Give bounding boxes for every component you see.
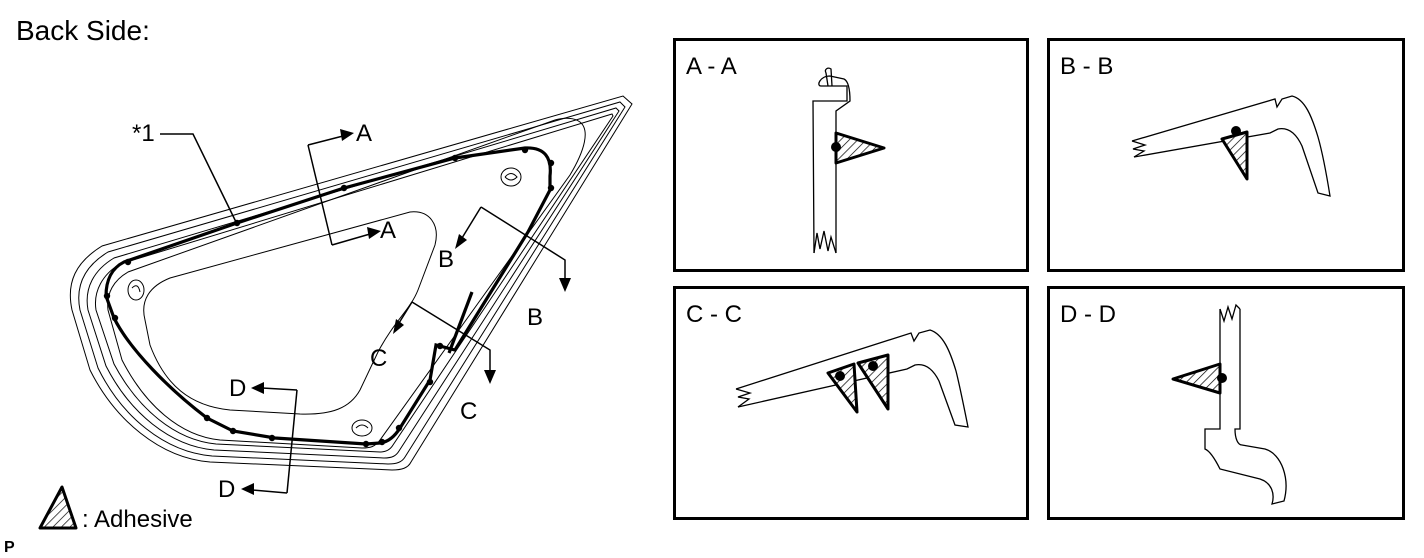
section-panel-title: B - B — [1060, 53, 1114, 80]
quarter-window-glass-diagram — [69, 95, 633, 495]
section-panel-dd: D - D — [1047, 286, 1405, 520]
adhesive-triangle — [834, 131, 886, 165]
section-aa-drawing — [812, 67, 886, 254]
page-title: Back Side: — [16, 15, 150, 46]
section-panel-aa: A - A — [673, 38, 1029, 272]
section-label-d-bottom: D — [218, 476, 236, 503]
adhesive-bead-segment — [447, 291, 474, 354]
section-dd-drawing — [1171, 303, 1287, 505]
section-panel-cc: C - C — [673, 286, 1029, 520]
section-label-a-top: A — [356, 120, 373, 147]
adhesive-triangle — [1171, 362, 1222, 395]
section-label-b-top: B — [438, 246, 455, 273]
section-panel-title: C - C — [686, 301, 742, 328]
section-cc-drawing — [735, 329, 969, 428]
section-label-d-top: D — [229, 375, 247, 402]
legend-text: : Adhesive — [82, 506, 193, 533]
adhesive-triangle — [1220, 130, 1249, 181]
glass-outline — [69, 95, 633, 471]
section-cut-lines — [251, 135, 566, 494]
adhesive-bead-dots — [103, 146, 555, 448]
section-label-a-bottom: A — [380, 217, 397, 244]
section-panel-bb: B - B — [1047, 38, 1405, 272]
adhesive-triangle — [826, 362, 859, 414]
callout-label: *1 — [132, 120, 155, 147]
callout-leader — [160, 133, 237, 223]
inner-trim-outline — [107, 117, 586, 449]
section-panel-title: A - A — [686, 53, 737, 80]
section-panel-title: D - D — [1060, 301, 1116, 328]
section-cut-arrowheads — [241, 129, 571, 495]
section-label-c-bottom: C — [460, 398, 478, 425]
section-label-b-bottom: B — [527, 304, 544, 331]
clip-marks — [127, 167, 522, 437]
image-code: P — [4, 539, 15, 556]
hatched-triangle-icon — [38, 485, 78, 530]
section-label-c-top: C — [370, 345, 388, 372]
section-bb-drawing — [1131, 95, 1331, 197]
adhesive-triangle — [856, 353, 890, 411]
